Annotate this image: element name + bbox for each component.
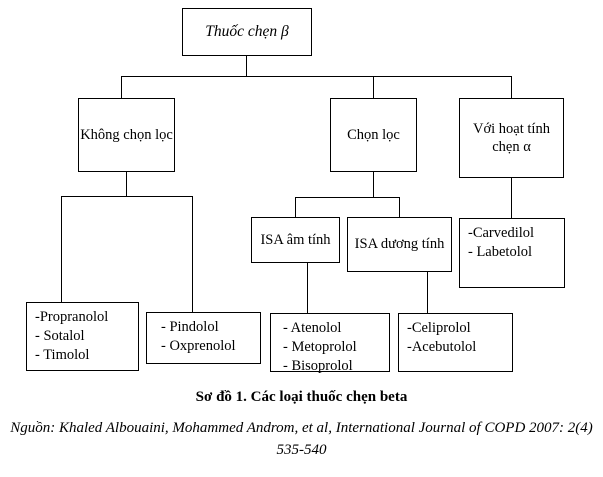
celiprolol-group-drugs: -Celiprolol -Acebutolol — [407, 320, 477, 356]
figure-source: Nguồn: Khaled Albouaini, Mohammed Androm… — [10, 420, 593, 458]
figure-caption: Sơ đồ 1. Các loại thuốc chẹn beta — [195, 389, 408, 405]
propranolol-group-drugs: -Propranolol - Sotalol - Timolol — [35, 309, 109, 364]
connector-drop-non-selective — [121, 76, 122, 98]
carvedilol-group-drugs: -Carvedilol - Labetolol — [468, 225, 535, 261]
connector-drop-celiprolol — [427, 272, 428, 313]
node-isa-negative: ISA âm tính — [251, 217, 340, 263]
connector-non-selective-stem — [126, 172, 127, 196]
atenolol-group-drugs: - Atenolol - Metoprolol - Bisoprolol — [283, 320, 357, 375]
node-celiprolol-group: -Celiprolol -Acebutolol — [398, 313, 513, 372]
connector-non-selective-bus — [61, 196, 193, 197]
node-non-selective-label: Không chọn lọc — [80, 126, 173, 143]
node-root-label: Thuốc chẹn β — [205, 23, 289, 41]
connector-selective-stem — [373, 172, 374, 197]
node-isa-positive-label: ISA dương tính — [354, 236, 445, 253]
connector-drop-isa-negative — [295, 197, 296, 217]
node-pindolol-group: - Pindolol - Oxprenolol — [146, 312, 261, 364]
connector-drop-propranolol — [61, 196, 62, 302]
node-selective-label: Chọn lọc — [347, 126, 400, 143]
node-selective: Chọn lọc — [330, 98, 417, 172]
node-root: Thuốc chẹn β — [182, 8, 312, 56]
node-isa-negative-label: ISA âm tính — [260, 231, 331, 248]
connector-drop-pindolol — [192, 196, 193, 312]
node-propranolol-group: -Propranolol - Sotalol - Timolol — [26, 302, 139, 371]
connector-level2-bus — [121, 76, 511, 77]
connector-selective-bus — [295, 197, 400, 198]
node-alpha-blocking-label: Với hoạt tính chẹn α — [473, 120, 550, 155]
connector-alpha-blocking-stem — [511, 178, 512, 218]
node-isa-positive: ISA dương tính — [347, 217, 452, 272]
node-atenolol-group: - Atenolol - Metoprolol - Bisoprolol — [270, 313, 390, 374]
pindolol-group-drugs: - Pindolol - Oxprenolol — [161, 319, 236, 355]
connector-drop-selective — [373, 76, 374, 98]
connector-drop-atenolol — [307, 263, 308, 313]
node-alpha-blocking: Với hoạt tính chẹn α — [459, 98, 564, 178]
connector-drop-isa-positive — [399, 197, 400, 217]
connector-root-stem — [246, 56, 247, 76]
connector-drop-alpha-blocking — [511, 76, 512, 98]
node-carvedilol-group: -Carvedilol - Labetolol — [459, 218, 565, 288]
node-non-selective: Không chọn lọc — [78, 98, 175, 172]
